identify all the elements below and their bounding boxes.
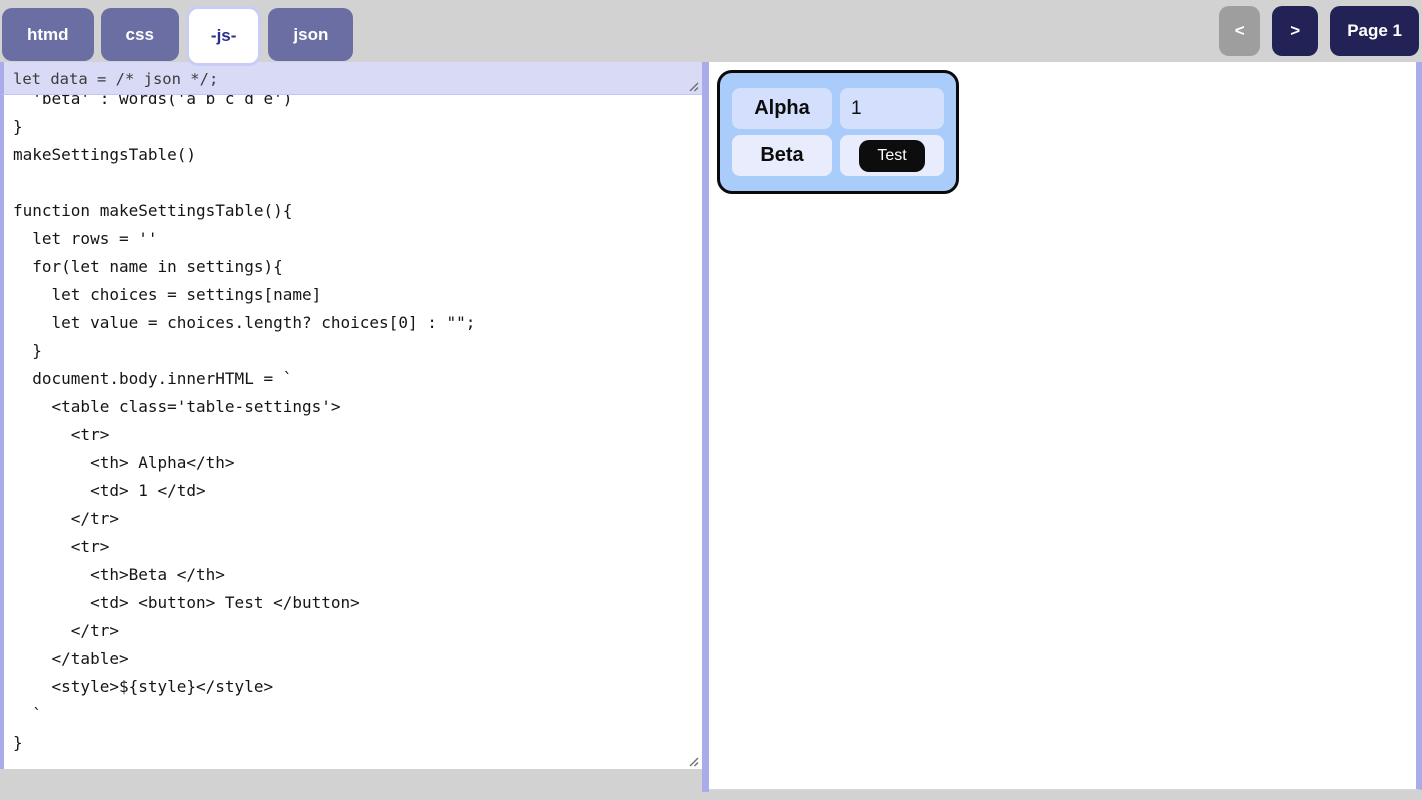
editor-code-textarea[interactable]: 'beta' : words('a b c d e') } makeSettin…	[0, 95, 702, 769]
editor-line1-text: let data = /* json */;	[13, 70, 219, 88]
prev-page-button[interactable]: <	[1219, 6, 1261, 56]
page-navigation: < > Page 1	[1219, 6, 1422, 56]
tab-htmd[interactable]: htmd	[2, 8, 94, 61]
editor-line1-textarea[interactable]: let data = /* json */;	[0, 62, 702, 95]
tab-json[interactable]: json	[268, 8, 354, 61]
settings-table: Alpha 1 Beta Test	[717, 70, 959, 194]
editor-pane: let data = /* json */; 'beta' : words('a…	[0, 62, 702, 769]
editor-code-text: 'beta' : words('a b c d e') } makeSettin…	[13, 95, 476, 752]
tab-css[interactable]: css	[100, 8, 179, 61]
pane-divider	[702, 62, 709, 792]
tab-bar: htmd css -js- json < > Page 1	[0, 0, 1422, 66]
test-button[interactable]: Test	[859, 139, 925, 172]
editor-tabs: htmd css -js- json	[0, 6, 354, 66]
tab-js[interactable]: -js-	[185, 6, 262, 66]
next-page-button[interactable]: >	[1272, 6, 1319, 56]
preview-pane: Alpha 1 Beta Test	[709, 62, 1422, 790]
resize-grip-icon[interactable]	[688, 756, 699, 767]
table-header-beta: Beta	[732, 135, 832, 176]
resize-grip-icon[interactable]	[688, 81, 699, 92]
table-cell-beta: Test	[840, 135, 944, 176]
page-indicator-button[interactable]: Page 1	[1330, 6, 1419, 56]
table-cell-alpha-value: 1	[840, 88, 944, 129]
main-split: let data = /* json */; 'beta' : words('a…	[0, 62, 1422, 800]
table-header-alpha: Alpha	[732, 88, 832, 129]
